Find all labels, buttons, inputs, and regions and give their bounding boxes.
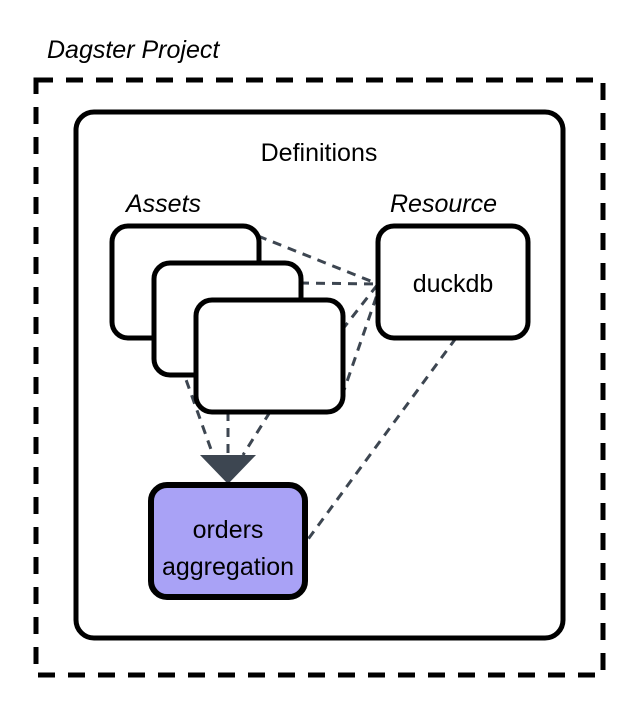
definitions-label: Definitions <box>261 139 378 167</box>
orders-aggregation-node[interactable] <box>148 482 308 600</box>
dagster-project-boundary <box>33 77 606 678</box>
edge-asset-middle-to-duckdb <box>299 281 379 286</box>
edge-duckdb-to-orders <box>304 337 458 543</box>
duckdb-node[interactable] <box>375 223 531 341</box>
orders-aggregation-label-line1: orders <box>193 516 264 544</box>
duckdb-node-label: duckdb <box>413 270 494 298</box>
edge-asset-front-to-duckdb <box>340 283 380 331</box>
edge-asset-front-to-duckdb-lower <box>340 291 380 397</box>
edge-asset-back-to-duckdb <box>257 234 379 286</box>
orders-aggregation-label-line2: aggregation <box>162 553 294 581</box>
resource-section-label: Resource <box>390 190 497 218</box>
edge-asset-front-to-orders <box>241 411 272 456</box>
asset-card-front[interactable] <box>193 297 346 415</box>
project-title: Dagster Project <box>47 36 220 64</box>
merge-arrow-icon <box>200 455 256 484</box>
assets-section-label: Assets <box>124 190 201 218</box>
